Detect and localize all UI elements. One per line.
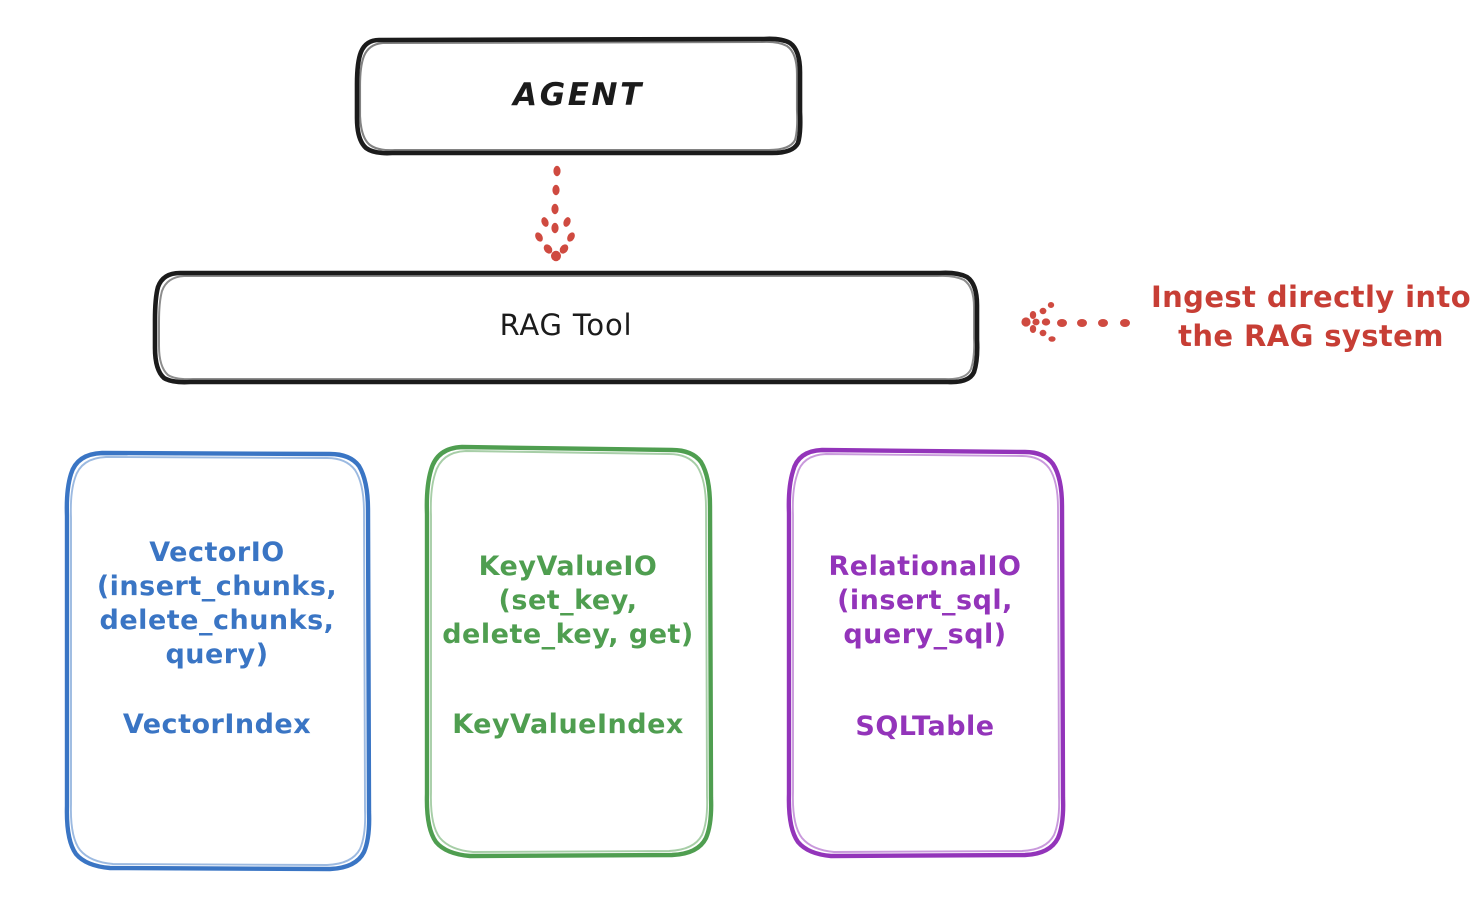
agent-node-shape[interactable]: [354, 36, 803, 156]
vector-store-node-shape[interactable]: [64, 450, 372, 872]
rag-tool-node-shape[interactable]: [152, 270, 980, 385]
relational-store-node-shape[interactable]: [786, 447, 1066, 859]
keyvalue-store-node-shape[interactable]: [424, 444, 714, 859]
agent-to-rag-connector: [535, 165, 575, 262]
ingest-arrow-connector: [1021, 302, 1130, 342]
